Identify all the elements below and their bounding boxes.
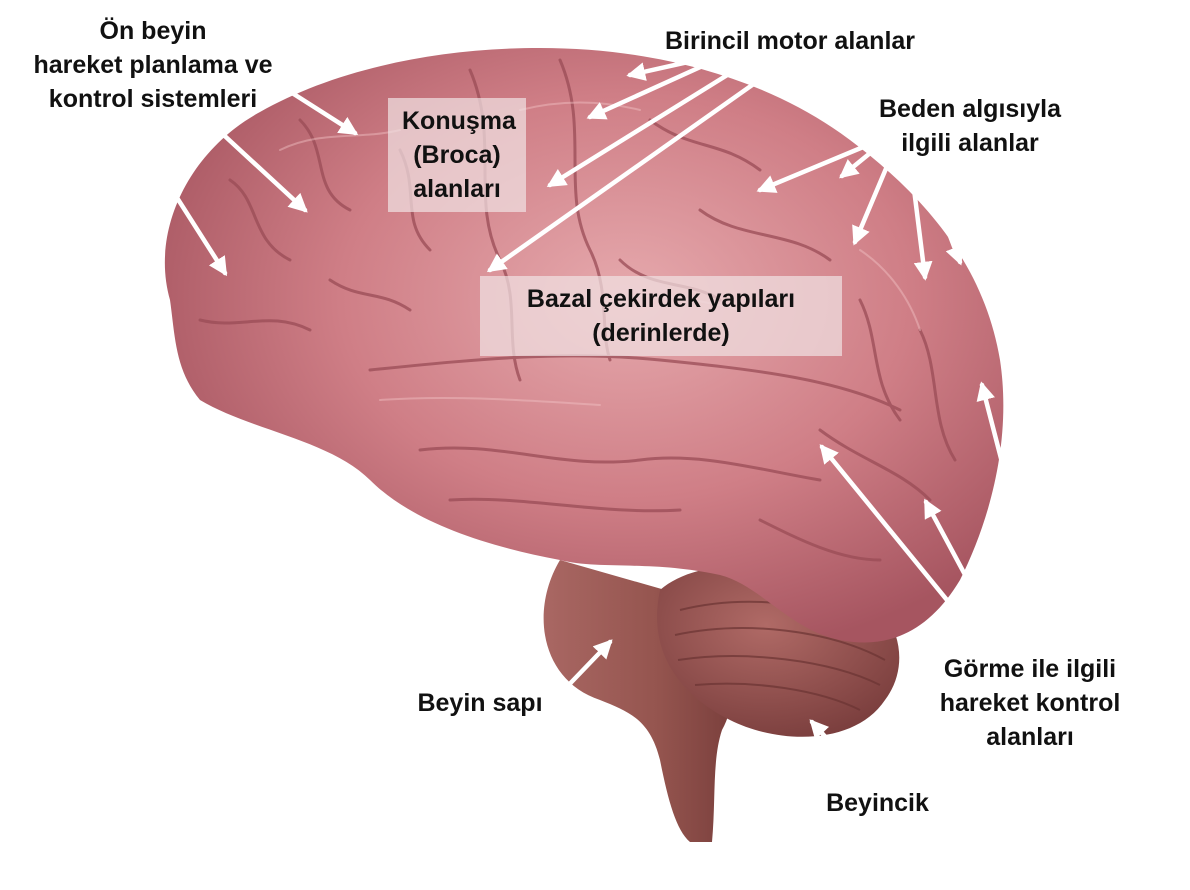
label-primary-motor: Birincil motor alanlar — [664, 27, 916, 55]
arrow-icon — [626, 57, 700, 81]
arrow-icon — [586, 61, 710, 120]
arrow-icon — [275, 81, 359, 136]
label-basal-ganglia: Bazal çekirdek yapıları (derinlerde) — [480, 276, 842, 356]
arrow-icon — [976, 381, 1051, 643]
label-brainstem: Beyin sapı — [417, 689, 543, 717]
arrow-icon — [557, 639, 613, 697]
label-frontal-motor-planning: Ön beyin hareket planlama ve kontrol sis… — [33, 17, 273, 113]
label-somatosensory: Beden algısıyla ilgili alanlar — [878, 95, 1062, 157]
label-broca-area: Konuşma (Broca) alanları — [388, 98, 526, 212]
arrow-icon — [923, 170, 964, 266]
arrow-icon — [819, 444, 981, 641]
arrow-icon — [212, 124, 308, 213]
arrow-icon — [127, 121, 228, 277]
pointer-arrows — [127, 57, 1051, 785]
arrow-icon — [839, 142, 883, 179]
arrow-icon — [809, 719, 869, 785]
arrow-icon — [486, 61, 785, 273]
arrow-icon — [546, 61, 748, 188]
arrow-icon — [756, 137, 883, 193]
arrow-icon — [852, 149, 896, 246]
label-cerebellum: Beyincik — [826, 789, 929, 817]
arrow-icon — [909, 170, 933, 281]
arrow-icon — [982, 514, 1023, 643]
arrow-icon — [923, 498, 1003, 643]
arrow-icon — [559, 708, 636, 756]
label-visual-motor: Görme ile ilgili hareket kontrol alanlar… — [939, 655, 1121, 751]
